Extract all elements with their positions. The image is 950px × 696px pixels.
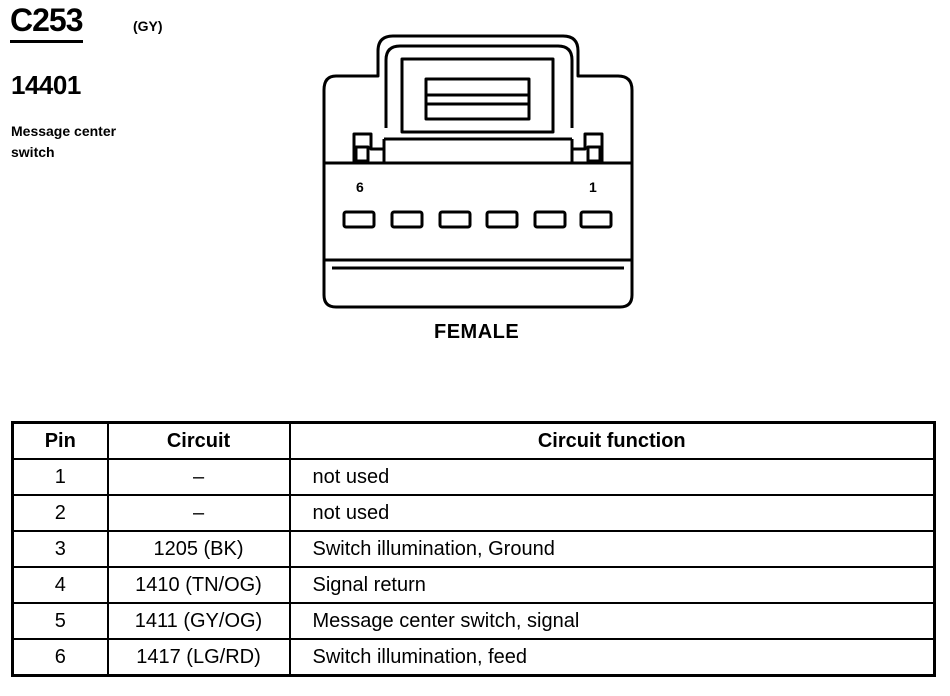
latch-bar-outer xyxy=(400,57,555,134)
latch-frame xyxy=(384,44,574,128)
header-circuit-function: Circuit function xyxy=(288,421,936,460)
pin-cell: 5 xyxy=(11,602,109,640)
lock-tab-right xyxy=(572,132,604,163)
function-cell: Switch illumination, Ground xyxy=(288,530,936,568)
pin-cell: 1 xyxy=(11,458,109,496)
connector-face-diagram: 6 1 xyxy=(322,34,634,309)
pin-cell: 2 xyxy=(11,494,109,532)
pin-label-1: 1 xyxy=(589,179,597,195)
pin-label-6: 6 xyxy=(356,179,364,195)
pin-cavity-1 xyxy=(579,210,613,229)
description-line-1: Message center xyxy=(11,123,117,139)
pin-cell: 6 xyxy=(11,638,109,677)
function-cell: not used xyxy=(288,494,936,532)
function-cell: Message center switch, signal xyxy=(288,602,936,640)
table-row: 3 1205 (BK) Switch illumination, Ground xyxy=(11,530,936,568)
header-pin: Pin xyxy=(11,421,109,460)
connector-gender-label: FEMALE xyxy=(434,321,520,343)
pin-cavity-4 xyxy=(438,210,472,229)
table-row: 6 1417 (LG/RD) Switch illumination, feed xyxy=(11,638,936,677)
pin-cavity-5 xyxy=(390,210,424,229)
function-cell: not used xyxy=(288,458,936,496)
connector-description: Message center switch xyxy=(11,121,171,163)
table-row: 5 1411 (GY/OG) Message center switch, si… xyxy=(11,602,936,640)
pin-cavity-3 xyxy=(485,210,519,229)
connector-body-outline xyxy=(322,34,634,309)
circuit-cell: 1411 (GY/OG) xyxy=(106,602,291,640)
header-circuit: Circuit xyxy=(106,421,291,460)
part-number: 14401 xyxy=(11,70,81,100)
description-line-2: switch xyxy=(11,144,55,160)
latch-bar-inner xyxy=(424,77,531,121)
function-cell: Signal return xyxy=(288,566,936,604)
table-row: 2 – not used xyxy=(11,494,936,532)
pin-cavity-2 xyxy=(533,210,567,229)
pinout-table: Pin Circuit Circuit function 1 – not use… xyxy=(11,421,936,677)
function-cell: Switch illumination, feed xyxy=(288,638,936,677)
table-header-row: Pin Circuit Circuit function xyxy=(11,421,936,460)
circuit-cell: – xyxy=(106,458,291,496)
table-row: 1 – not used xyxy=(11,458,936,496)
pin-cavity-6 xyxy=(342,210,376,229)
lock-tab-left xyxy=(352,132,384,163)
table-row: 4 1410 (TN/OG) Signal return xyxy=(11,566,936,604)
connector-id: C253 xyxy=(10,2,83,43)
circuit-cell: 1205 (BK) xyxy=(106,530,291,568)
circuit-cell: 1410 (TN/OG) xyxy=(106,566,291,604)
circuit-cell: – xyxy=(106,494,291,532)
circuit-cell: 1417 (LG/RD) xyxy=(106,638,291,677)
pin-cell: 4 xyxy=(11,566,109,604)
pin-cell: 3 xyxy=(11,530,109,568)
connector-color-code: (GY) xyxy=(133,18,163,34)
